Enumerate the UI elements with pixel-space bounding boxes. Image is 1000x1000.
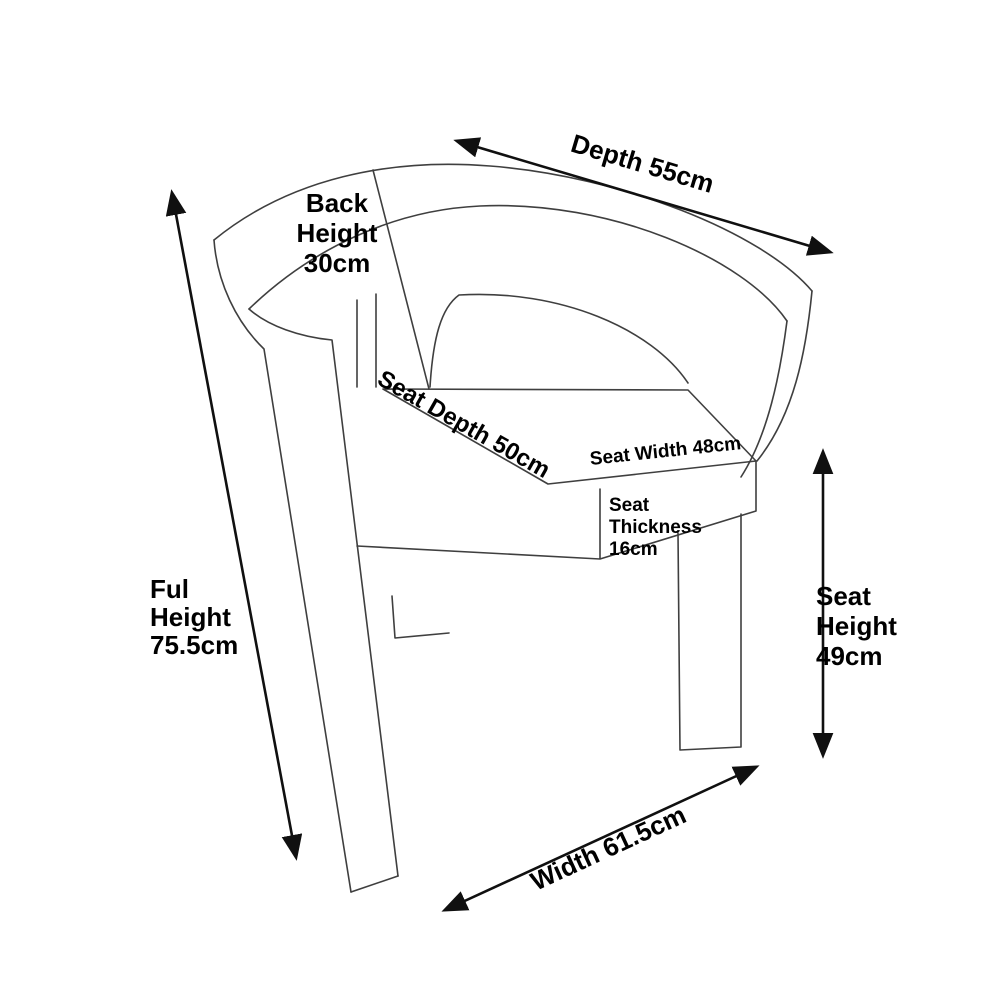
seat-thickness-label-line3: 16cm xyxy=(609,539,658,560)
chair-arm-back-slot xyxy=(356,293,377,388)
chair-inner-back-opening xyxy=(429,293,689,388)
dimension-arrows xyxy=(165,137,834,912)
chair-left-arm-outer-edge xyxy=(213,239,352,893)
chair-seat-base-notch xyxy=(391,595,450,639)
seat-height-label-line1: Seat xyxy=(816,581,871,611)
full-height-arrow xyxy=(165,189,303,861)
back-height-label-line2: Height xyxy=(297,218,378,248)
full-height-label-line3: 75.5cm xyxy=(150,630,238,660)
back-height-label-line3: 30cm xyxy=(304,248,371,278)
chair-left-leg-bottom xyxy=(350,875,399,893)
dimension-labels: Depth 55cm Back Height 30cm Ful Height 7… xyxy=(150,128,897,896)
seat-thickness-label-line1: Seat xyxy=(609,495,650,516)
seat-height-label-line2: Height xyxy=(816,611,897,641)
back-height-label-line1: Back xyxy=(306,188,369,218)
depth-label: Depth 55cm xyxy=(568,128,718,199)
chair-seat-front-face xyxy=(356,460,757,560)
chair-right-leg xyxy=(677,513,742,751)
seat-height-label-line3: 49cm xyxy=(816,641,883,671)
back-height-measure-line xyxy=(372,169,430,390)
chair-back-right-outer-edge xyxy=(756,290,813,462)
depth-arrow xyxy=(453,137,834,256)
width-label: Width 61.5cm xyxy=(526,799,691,896)
width-arrow xyxy=(441,765,760,912)
full-height-label-line1: Ful xyxy=(150,574,189,604)
seat-thickness-label-line2: Thickness xyxy=(609,517,702,538)
full-height-label-line2: Height xyxy=(150,602,231,632)
seat-depth-label: Seat Depth 50cm xyxy=(373,365,555,484)
